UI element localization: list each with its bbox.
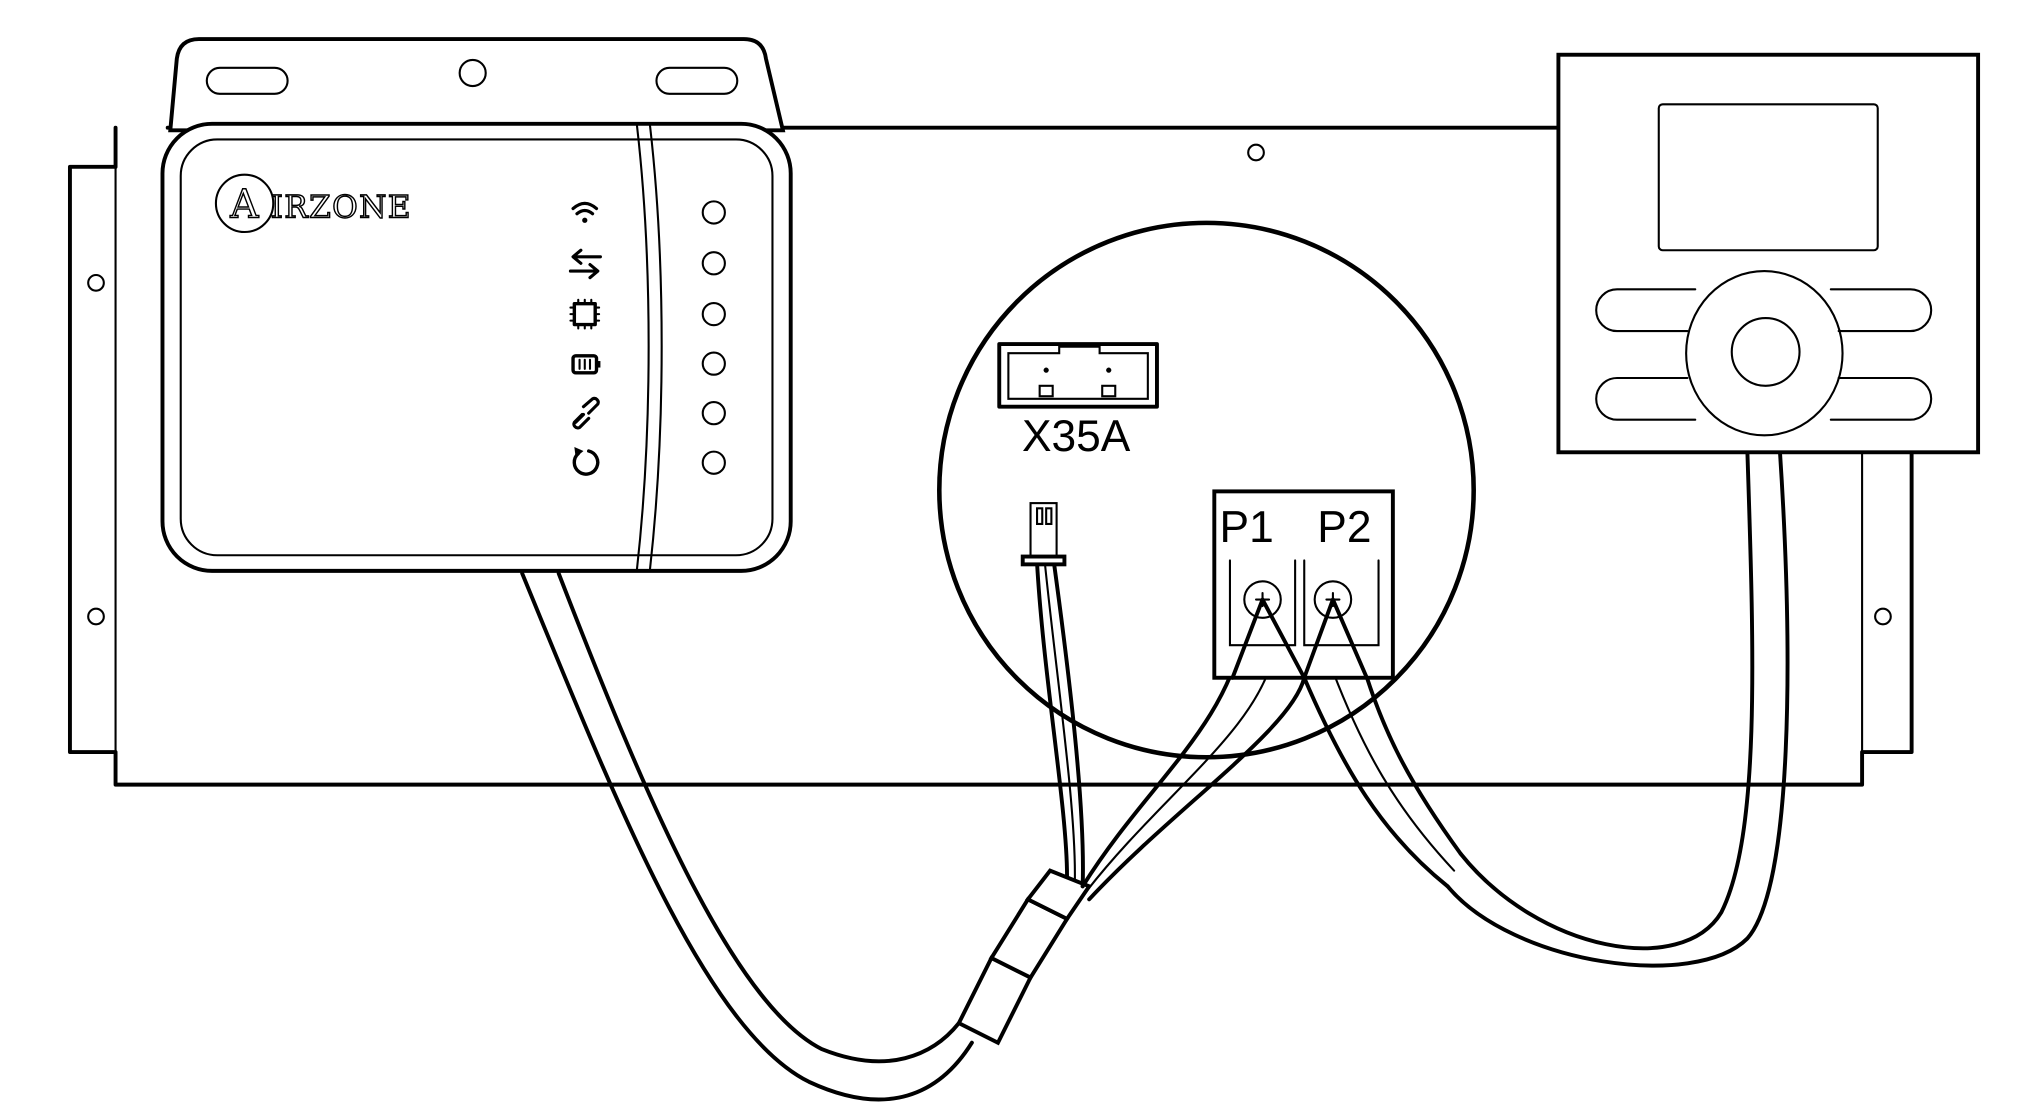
x35a-connector (997, 342, 1159, 409)
controller-screen (1657, 103, 1879, 252)
battery-icon (571, 354, 601, 375)
detail-zoom-circle: X35A P1 P2 (937, 220, 1476, 760)
airzone-logo: A IRZONE (214, 173, 412, 234)
controller-cable (1302, 450, 1790, 968)
reset-icon (572, 447, 600, 476)
plug-connector (1020, 502, 1067, 567)
mounting-hole (1247, 143, 1265, 162)
connector-label: X35A (1022, 412, 1131, 461)
controller-button-top (1595, 288, 1933, 333)
mounting-hole (87, 607, 105, 626)
p1-p2-terminal-block (1212, 489, 1395, 680)
controller-button-bottom (1595, 376, 1933, 421)
data-transfer-icon (568, 248, 602, 280)
mounting-hole (1874, 607, 1892, 626)
controller-dial (1685, 270, 1844, 437)
terminal-label-p1: P1 (1220, 503, 1274, 552)
device-cable (520, 561, 1307, 1102)
svg-text:IRZONE: IRZONE (271, 190, 412, 226)
wifi-icon (571, 201, 599, 223)
controller-center-button (1730, 316, 1801, 387)
airzone-webserver-device: A IRZONE (160, 37, 793, 573)
terminal-label-p2: P2 (1317, 503, 1371, 552)
mounting-hole (87, 273, 105, 292)
chip-icon (569, 298, 601, 330)
wired-controller (1556, 52, 1981, 455)
status-leds (701, 200, 726, 475)
link-icon (572, 396, 600, 430)
svg-text:A: A (229, 183, 260, 228)
